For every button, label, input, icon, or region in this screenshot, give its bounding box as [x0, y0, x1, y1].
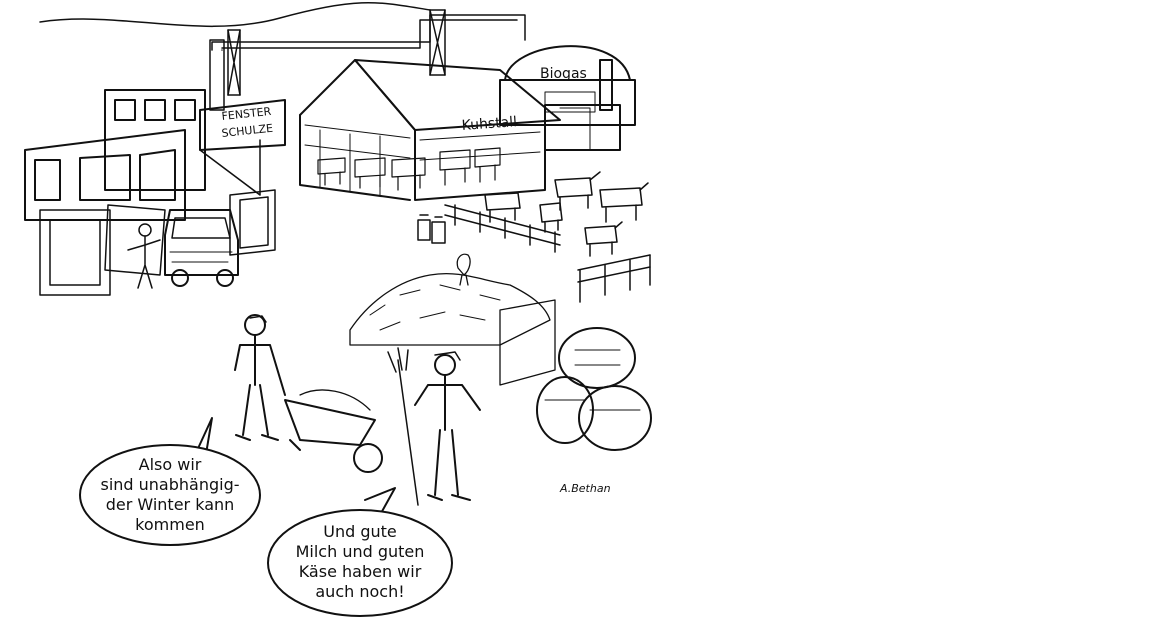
kuhstall-label: Kuhstall: [461, 114, 517, 134]
barn-cows: [317, 147, 501, 191]
cow-barn: Kuhstall: [299, 59, 561, 201]
rooster: [456, 253, 471, 286]
speech-bubble-left: Also wir sind unabhängig- der Winter kan…: [79, 417, 261, 546]
hills: [39, 2, 431, 28]
pipeline: [209, 9, 526, 111]
speech-left-line1: Also wir: [139, 455, 202, 474]
speech-left-line3: der Winter kann: [106, 495, 235, 514]
truck: [164, 209, 239, 287]
fence: [444, 204, 651, 303]
biogas-plant: Biogas: [499, 45, 636, 151]
speech-right-line2: Milch und guten: [296, 542, 425, 561]
field-cows: [484, 171, 649, 257]
hay-bales: [536, 327, 652, 451]
speech-bubble-right: Und gute Milch und guten Käse haben wir …: [267, 487, 453, 617]
speech-left-line4: kommen: [135, 515, 205, 534]
farmer-right: [414, 351, 481, 501]
biogas-label: Biogas: [540, 66, 587, 82]
speech-right-line1: Und gute: [323, 522, 397, 541]
speech-left-line2: sind unabhängig-: [100, 475, 239, 494]
pitchfork: [387, 347, 419, 506]
speech-right-line3: Käse haben wir: [299, 562, 422, 581]
milk-cans: [417, 214, 446, 244]
speech-right-line4: auch noch!: [315, 582, 404, 601]
hay-pile: [349, 272, 556, 386]
artist-signature: A.Bethan: [559, 482, 611, 495]
farmer-left: [234, 314, 286, 441]
fenster-label-line1: FENSTER: [221, 105, 272, 123]
wheelbarrow: [284, 389, 383, 473]
window-frames: [39, 189, 276, 296]
fenster-label-line2: SCHULZE: [221, 122, 274, 140]
factory-building: FENSTER SCHULZE: [24, 89, 286, 221]
window-worker: [127, 223, 161, 289]
